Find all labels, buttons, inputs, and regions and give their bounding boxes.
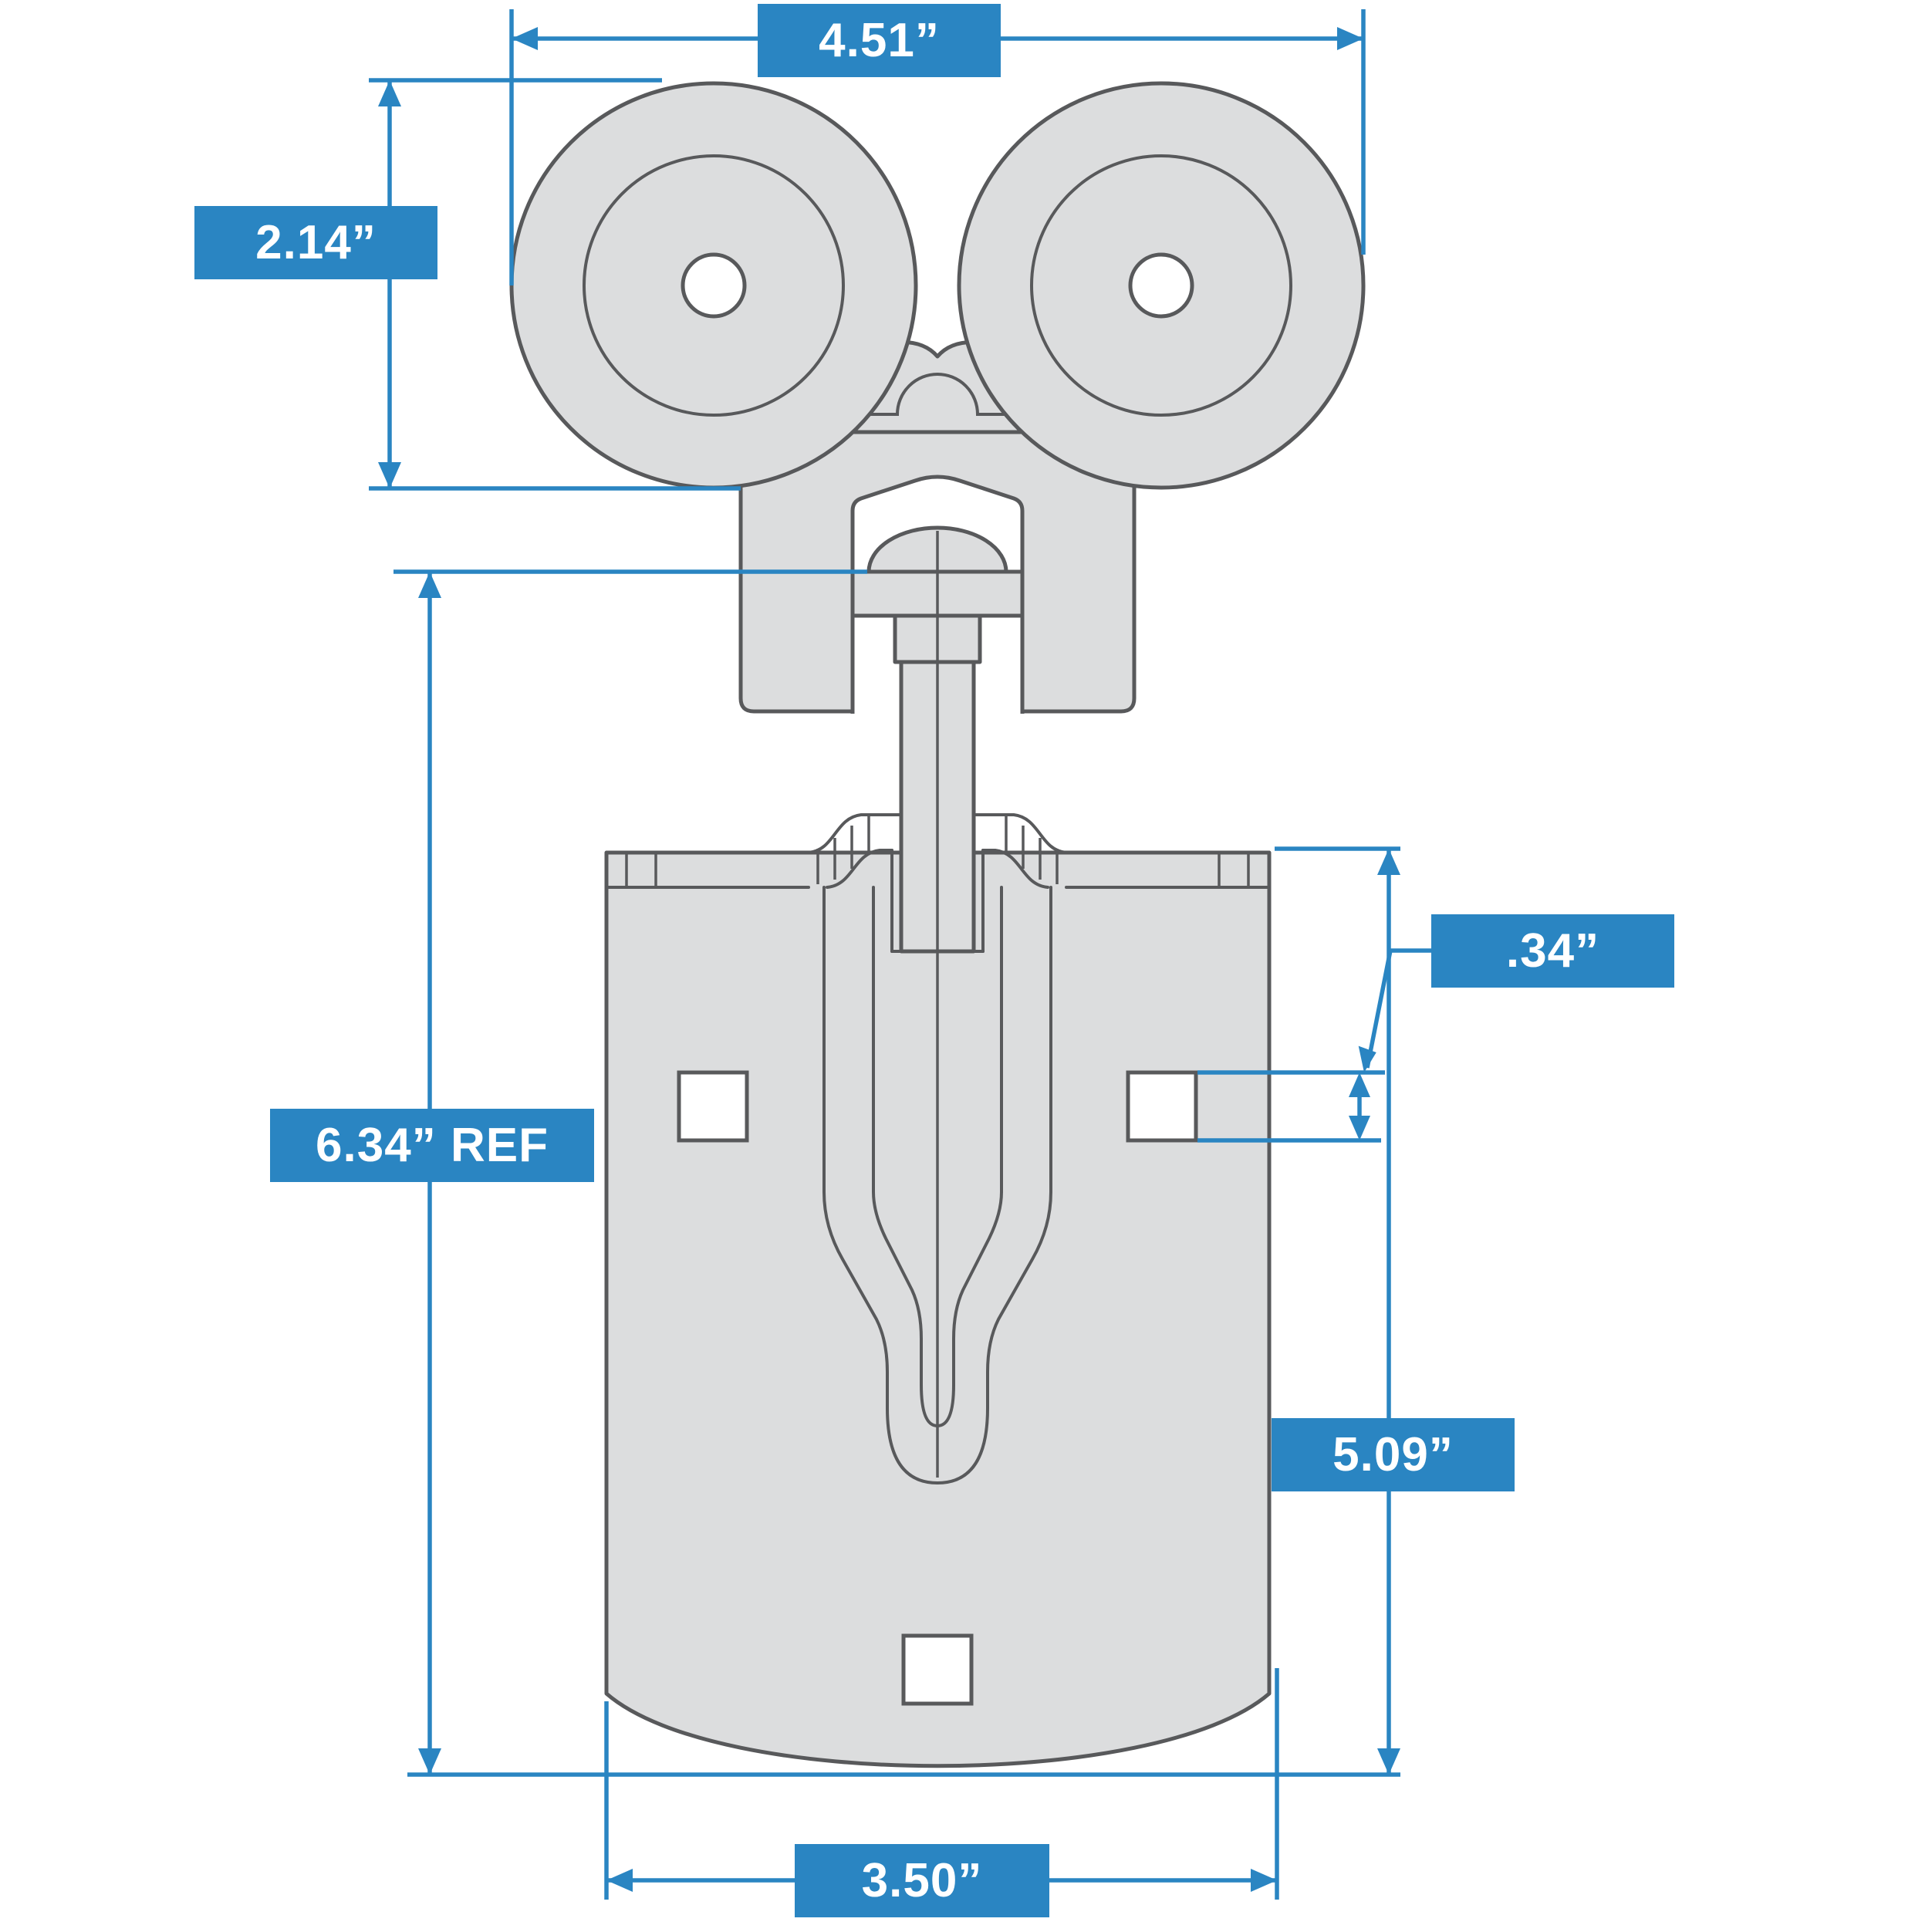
hump-outer-right	[972, 813, 1068, 854]
hump-inner-right	[981, 849, 1049, 889]
arrowhead-up	[1377, 849, 1400, 875]
leader-arrowhead	[1358, 1045, 1376, 1072]
arrowhead-down	[418, 1748, 441, 1775]
dimension-wheel-height	[369, 78, 741, 491]
dimension-label-overall-height: 6.34” REF	[270, 1109, 594, 1182]
mounting-hole-left	[677, 1070, 749, 1143]
strap-plate	[604, 813, 1272, 1768]
arrowhead-right	[1337, 27, 1363, 50]
wheel-left-inner	[583, 154, 845, 417]
slot-outer-outline	[822, 886, 1052, 1485]
arrowhead-up	[1349, 1072, 1370, 1097]
dimension-label-wheel-height: 2.14”	[194, 206, 437, 279]
arrowhead-left	[606, 1869, 633, 1892]
dimension-label-top-width: 4.51”	[758, 4, 1001, 77]
arrowhead-down	[1377, 1748, 1400, 1775]
web-arch-detail	[866, 373, 1008, 416]
hump-outer-left	[807, 813, 903, 854]
mounting-hole-bottom	[901, 1633, 974, 1706]
arrowhead-right	[1251, 1869, 1277, 1892]
wheel-right-hub-hole	[1128, 252, 1194, 319]
dimension-label-hole-size: .34”	[1431, 914, 1674, 988]
wheel-left-hub-hole	[681, 252, 747, 319]
trolley	[509, 81, 1366, 954]
leader-line	[1365, 948, 1431, 1069]
arrowhead-down	[1349, 1116, 1370, 1140]
arrowhead-up	[418, 572, 441, 598]
arrowhead-left	[512, 27, 538, 50]
dimension-hole-size	[1197, 948, 1431, 1143]
dimension-strap-height	[1275, 846, 1400, 1775]
dimension-label-strap-width: 3.50”	[795, 1844, 1049, 1917]
arrowhead-down	[378, 462, 401, 488]
mounting-hole-right	[1126, 1070, 1198, 1143]
wheel-right-inner	[1030, 154, 1292, 417]
dimension-label-strap-height: 5.09”	[1272, 1418, 1515, 1491]
arrowhead-up	[378, 80, 401, 106]
hump-inner-left	[826, 849, 893, 889]
